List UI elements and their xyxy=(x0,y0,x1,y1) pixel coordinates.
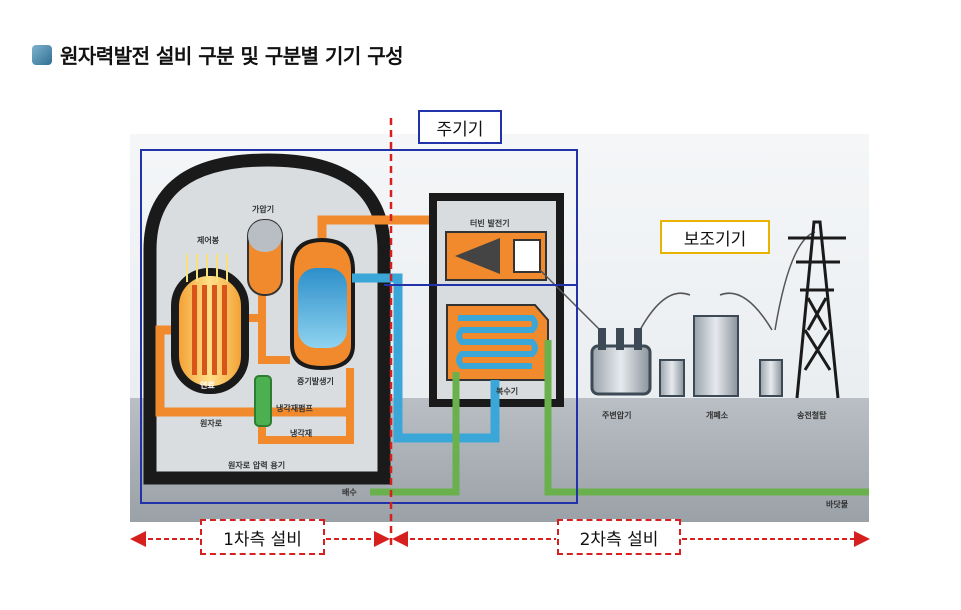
label-control-rod: 제어봉 xyxy=(197,235,220,245)
power-line xyxy=(539,231,816,331)
aux-equipment-label: 보조기기 xyxy=(660,220,770,254)
main-transformer xyxy=(590,344,652,396)
coolant-pump xyxy=(254,375,272,427)
sg-return-pipe xyxy=(258,318,290,364)
title-bar: 원자력발전 설비 구분 및 구분별 기기 구성 xyxy=(32,40,404,69)
transmission-tower xyxy=(788,220,846,399)
condenser-coil xyxy=(456,315,538,369)
switchyard-unit-1 xyxy=(659,359,685,397)
label-sea: 바닷물 xyxy=(826,499,849,509)
switchyard-unit-2 xyxy=(759,359,783,397)
label-fuel: 연료 xyxy=(200,380,215,390)
page-title: 원자력발전 설비 구분 및 구분별 기기 구성 xyxy=(60,44,404,68)
label-reactor: 원자로 xyxy=(200,418,223,428)
reactor-vessel xyxy=(171,268,249,394)
sea-water-pipe xyxy=(544,340,869,496)
pump-pipe xyxy=(258,368,354,444)
transformer-bushing-1 xyxy=(598,328,606,350)
secondary-side-label: 2차측 설비 xyxy=(557,519,681,555)
generator xyxy=(513,239,541,273)
turbine-rotor xyxy=(455,238,500,274)
drain-pipe xyxy=(370,372,460,496)
primary-side-label: 1차측 설비 xyxy=(200,519,325,555)
bullet-square-icon xyxy=(32,44,52,65)
control-rods xyxy=(186,254,228,282)
pressurizer-top xyxy=(248,220,282,252)
label-coolant: 냉각재 xyxy=(290,428,312,438)
fuel-rods xyxy=(192,285,227,375)
secondary-loop xyxy=(352,273,500,443)
label-transmission-tower: 송전철탑 xyxy=(797,410,827,420)
label-pressure-vessel: 원자로 압력 용기 xyxy=(228,460,285,470)
label-drain: 배수 xyxy=(342,487,357,497)
transformer-bushing-3 xyxy=(634,328,642,350)
transformer-bushing-2 xyxy=(616,328,624,350)
label-coolant-pump: 냉각재펌프 xyxy=(276,403,313,413)
label-switchyard: 개폐소 xyxy=(706,410,729,420)
label-main-transformer: 주변압기 xyxy=(602,410,631,420)
label-pressurizer: 가압기 xyxy=(252,204,274,214)
label-turbine-generator: 터빈 발전기 xyxy=(470,218,510,228)
switchyard-insulator xyxy=(693,315,739,397)
label-condenser: 복수기 xyxy=(496,386,518,396)
steam-generator-tubes xyxy=(298,268,347,348)
main-equipment-boundary xyxy=(140,149,578,504)
main-equipment-label: 주기기 xyxy=(418,110,502,144)
label-steam-generator: 증기발생기 xyxy=(297,376,334,386)
